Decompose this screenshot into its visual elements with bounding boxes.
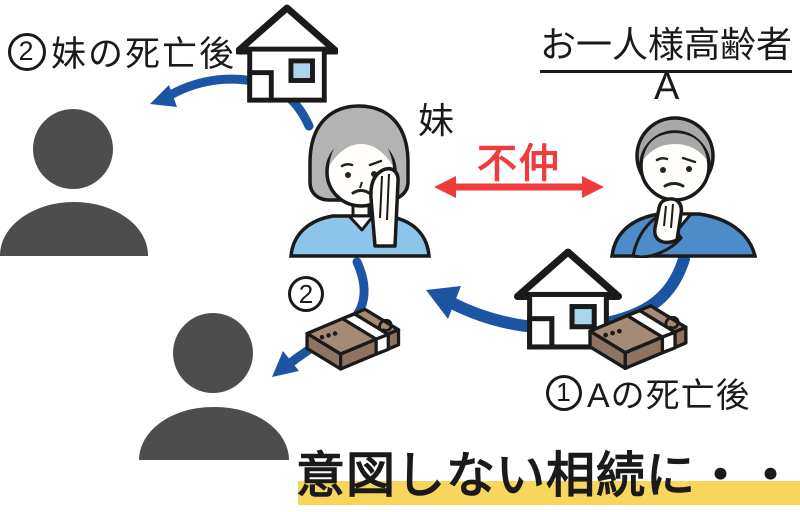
- step1-after-a-death-label: 1 Aの死亡後: [546, 368, 751, 417]
- person-silhouette-icon: [173, 313, 253, 393]
- step-number-badge: 1: [546, 374, 582, 411]
- man-illustration: [610, 116, 758, 258]
- step2-after-sister-death-label: 2 妹の死亡後: [8, 26, 236, 77]
- highlight-bar: [298, 481, 800, 505]
- step-number-badge: 2: [8, 32, 46, 71]
- house-icon: [236, 4, 338, 103]
- person-silhouette-icon: [33, 109, 113, 189]
- discord-label: 不仲: [477, 142, 561, 186]
- conclusion-text: 意図しない相続に・・・: [296, 449, 800, 503]
- money-stack-icon: [588, 304, 688, 371]
- woman-illustration: [289, 104, 431, 258]
- step-label-text: 妹の死亡後: [51, 35, 237, 74]
- sister-label: 妹: [418, 100, 455, 141]
- person-a-label: A: [654, 66, 680, 108]
- step-label-text: Aの死亡後: [587, 377, 751, 415]
- page-title: お一人様高齢者: [540, 16, 793, 73]
- double-arrow-icon: [434, 176, 604, 198]
- step2-money-badge: 2: [288, 276, 324, 312]
- money-stack-icon: [305, 307, 401, 371]
